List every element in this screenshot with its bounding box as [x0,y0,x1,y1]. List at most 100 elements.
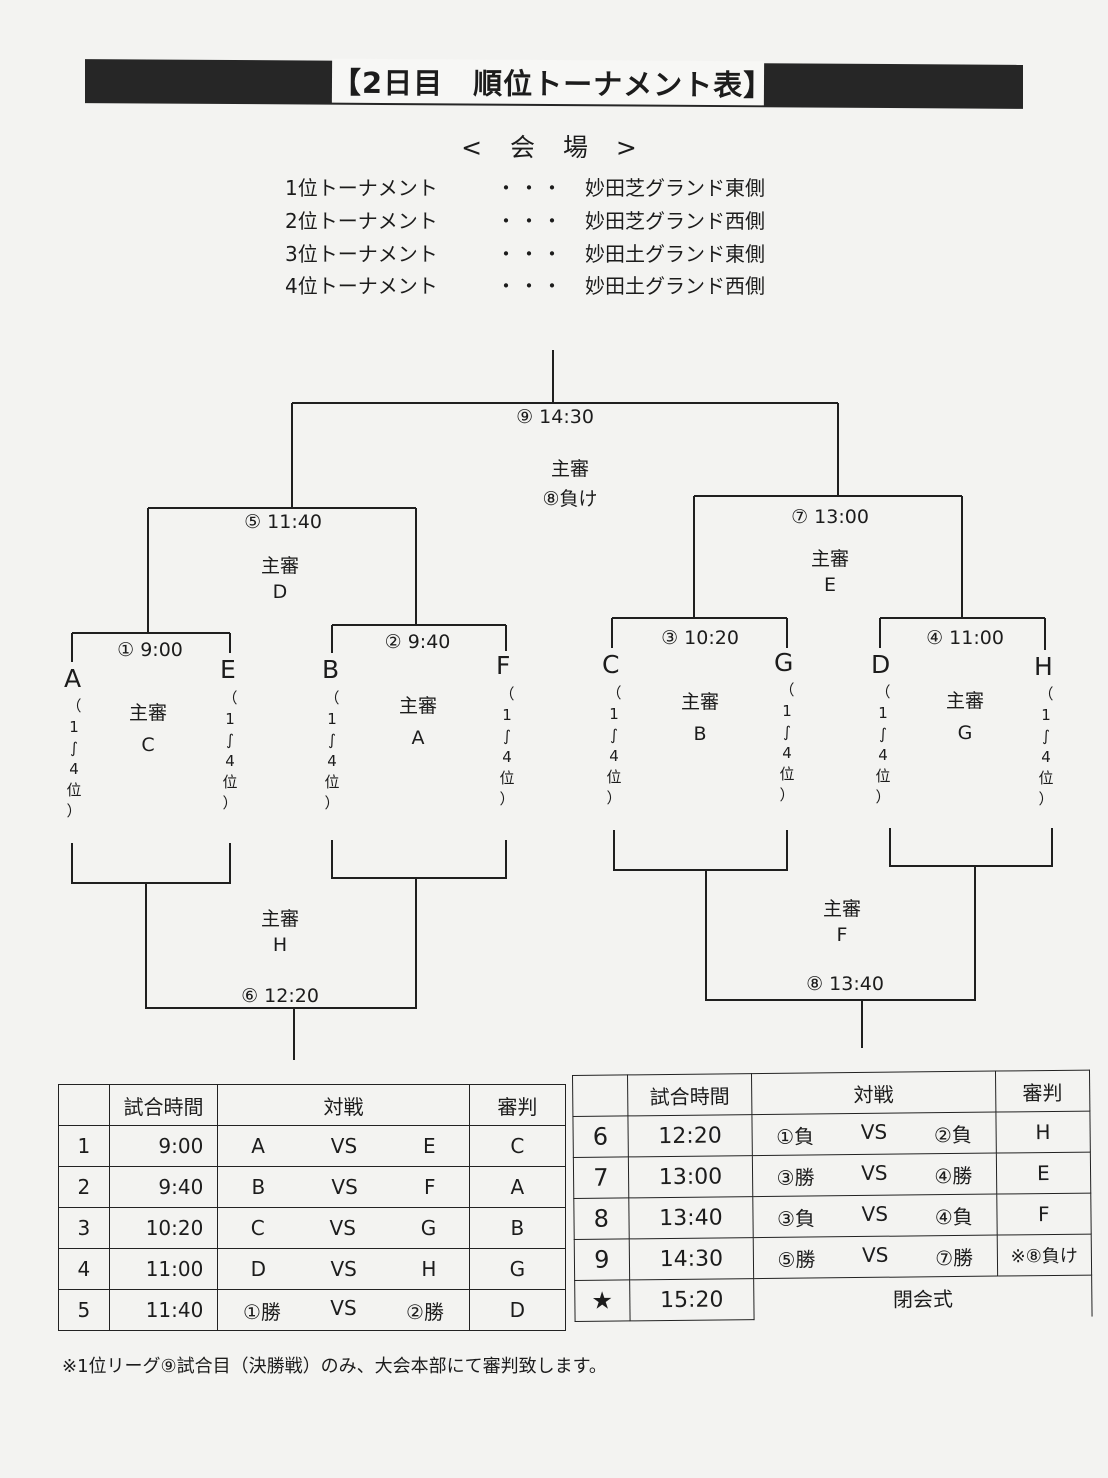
match-time: 11:40 [108,1289,219,1331]
referee: F [996,1193,1092,1236]
referee-label: 主審 [398,695,437,717]
venue-tournament-4: 4位トーナメント [285,274,438,298]
referee-value: F [836,924,848,946]
team-d: D [871,650,891,679]
referee-match-2: 主審 A [378,690,458,754]
referee-match-1: 主審 C [108,697,188,761]
referee-label: 主審 [260,555,299,577]
match-9-time: ⑨ 14:30 [516,406,594,428]
match-7-time: ⑦ 13:00 [791,506,869,528]
referee-match-7: 主審 E [790,546,870,598]
bracket-match-6 [71,840,507,1060]
bracket-match-5 [147,507,417,633]
match-1-time: ① 9:00 [117,639,183,661]
referee: D [468,1289,567,1331]
referee-match-8: 主審 F [802,896,882,948]
team-b: B [322,655,340,684]
referee-value: E [823,574,836,596]
bracket-match-2 [331,624,507,653]
match-no: 2 [58,1166,110,1208]
referee-value: B [693,723,707,745]
match-time: 13:40 [628,1196,754,1239]
referee-value: C [141,734,155,756]
footnote: ※1位リーグ⑨試合目（決勝戦）のみ、大会本部にて審判致します。 [62,1356,607,1377]
match-no: 8 [573,1197,629,1240]
match-no: 7 [573,1156,629,1199]
match-no: 6 [572,1115,629,1158]
referee-label: 主審 [260,908,299,930]
match-no: 5 [58,1289,110,1331]
team-h: H [1034,652,1053,681]
header-time: 試合時間 [627,1073,753,1116]
closing-time: 15:20 [629,1278,755,1321]
match-no: 4 [58,1248,110,1290]
table-header-row: 試合時間 対戦 審判 [58,1084,567,1126]
header-time: 試合時間 [108,1084,219,1126]
referee-label: 主審 [945,690,984,712]
referee: B [468,1207,567,1249]
venue-dots-3: ・・・ [496,242,565,266]
match-2-time: ② 9:40 [384,631,451,653]
header-referee: 審判 [995,1070,1090,1113]
match-6-time: ⑥ 12:20 [241,985,319,1007]
team-g: G [774,648,794,677]
referee-match-4: 主審 G [925,685,1005,749]
match-no: 1 [58,1125,110,1167]
referee-label: 主審 [680,691,719,713]
match-time: 10:20 [108,1207,219,1249]
venue-tournament-3: 3位トーナメント [285,242,438,266]
venue-tournament-1: 1位トーナメント [285,176,438,200]
match-time: 13:00 [628,1155,753,1198]
bracket-match-4 [879,617,1046,650]
referee: G [468,1248,567,1290]
referee-match-6: 主審 H [240,906,320,958]
team-a: A [64,664,82,693]
referee: E [995,1152,1091,1195]
referee-match-3: 主審 B [660,686,740,750]
header-match: 対戦 [217,1084,470,1126]
referee: C [468,1125,567,1167]
venue-place-4: 妙田土グランド西側 [585,274,765,298]
match-8-time: ⑧ 13:40 [806,973,884,995]
match-5-time: ⑤ 11:40 [244,511,322,533]
referee-value: H [272,934,288,956]
closing-ceremony: 閉会式 [753,1275,1093,1320]
venue-tournament-2: 2位トーナメント [285,209,438,233]
referee-match-9: 主審 ⑧負け [530,454,610,514]
match-time: 9:00 [108,1125,219,1167]
team-c: C [602,650,620,679]
referee: ※⑧負け [996,1234,1092,1277]
venue-dots-4: ・・・ [496,274,565,298]
match-no: 3 [58,1207,110,1249]
venue-place-2: 妙田芝グランド西側 [585,209,765,233]
bracket-match-8 [613,828,1053,1048]
match-time: 11:00 [108,1248,219,1290]
referee: H [995,1111,1091,1154]
match-no: 9 [574,1238,630,1281]
referee-label: 主審 [128,702,167,724]
venue-place-3: 妙田土グランド東側 [585,242,765,266]
